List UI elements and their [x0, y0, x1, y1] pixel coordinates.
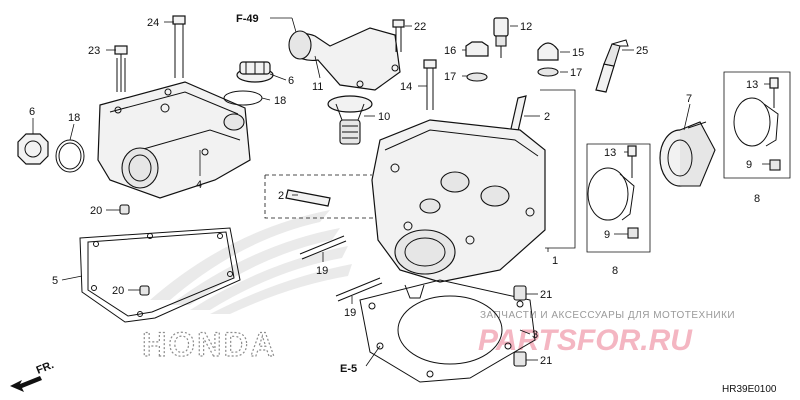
callout-7: 7 [686, 93, 692, 105]
front-direction-arrow-icon [10, 376, 42, 392]
o-ring-inner [58, 142, 82, 170]
callout-8-right: 8 [754, 193, 760, 205]
shop-logo-watermark: PARTSFOR.RU [478, 324, 693, 357]
callout-11: 11 [312, 81, 323, 93]
spark-plug-part [595, 39, 629, 93]
honda-brand-watermark: HONDA [142, 326, 277, 364]
nut-16-part [465, 41, 489, 57]
head-cover-gasket-part [79, 227, 241, 323]
bolt-23-part [114, 45, 128, 92]
callout-19-b: 19 [344, 307, 356, 319]
thermostat-part [327, 95, 373, 145]
callout-20-a: 20 [90, 205, 102, 217]
callout-4: 4 [196, 179, 202, 191]
head-gasket-part [359, 279, 536, 383]
callout-5: 5 [52, 275, 58, 287]
callout-24: 24 [147, 17, 159, 29]
cover-plug-part [17, 133, 49, 165]
screw-13a-part [627, 145, 637, 157]
assembly-dash-1 [264, 175, 375, 219]
callout-8-mid: 8 [612, 265, 618, 277]
thermostat-housing-part [288, 27, 401, 91]
callout-9-mid: 9 [604, 229, 610, 241]
callout-23: 23 [88, 45, 100, 57]
callout-1: 1 [552, 255, 558, 267]
stud-19b-part [335, 277, 383, 302]
stud-19a-part [299, 235, 347, 260]
callout-3: 3 [532, 329, 538, 341]
dowel-21b-part [513, 351, 527, 367]
callout-13-right: 13 [746, 79, 758, 91]
callout-16: 16 [444, 45, 456, 57]
ref-f49-label: F-49 [236, 13, 259, 25]
callout-14: 14 [400, 81, 412, 93]
callout-21-a: 21 [540, 289, 552, 301]
callout-10: 10 [378, 111, 390, 123]
dowel-21a-part [513, 285, 527, 301]
callout-17-a: 17 [444, 71, 456, 83]
diagram-code: HR39E0100 [722, 384, 777, 395]
group-8-frame-mid [586, 143, 651, 253]
callout-2-top: 2 [544, 111, 550, 123]
dowel-20b-part [139, 285, 150, 296]
temperature-sensor-part [493, 17, 509, 58]
group-8-frame-right [723, 71, 791, 179]
front-direction-label: FR. [35, 359, 56, 377]
inlet-insulator-part [659, 121, 716, 187]
insulator-band-right-part [733, 97, 779, 147]
nut-9a-part [627, 227, 639, 239]
cylinder-head-part [371, 119, 546, 299]
callout-25: 25 [636, 45, 648, 57]
callout-13-mid: 13 [604, 147, 616, 159]
callout-18-top: 18 [274, 95, 286, 107]
screw-13b-part [769, 77, 779, 89]
callout-12: 12 [520, 21, 532, 33]
o-ring-part [55, 139, 85, 173]
group-1-frame [540, 89, 576, 249]
cylinder-head-cover-part [97, 81, 251, 199]
insulator-band-part [587, 167, 635, 221]
cap-nut-15-part [537, 42, 559, 61]
callout-9-right: 9 [746, 159, 752, 171]
callout-19-a: 19 [316, 265, 328, 277]
dowel-20a-part [119, 204, 130, 215]
callout-21-b: 21 [540, 355, 552, 367]
callout-6-left: 6 [29, 106, 35, 118]
valve-guide-left-part [285, 189, 331, 207]
cap-o-ring-part [223, 90, 263, 106]
callout-18-left: 18 [68, 112, 80, 124]
callout-15: 15 [572, 47, 584, 59]
stud-bolt-14-part [423, 59, 437, 110]
bolt-24-part [172, 15, 186, 78]
ref-e5-label: E-5 [340, 363, 357, 375]
callout-22: 22 [414, 21, 426, 33]
callout-6-top: 6 [288, 75, 294, 87]
callout-labels: 24 23 6 18 6 18 4 11 22 12 16 17 14 10 1… [29, 17, 760, 367]
callout-2-left: 2 [278, 190, 284, 202]
leader-lines [32, 17, 770, 367]
washer-17a-part [466, 72, 488, 82]
cover-cap-part [236, 61, 274, 83]
callout-17-b: 17 [570, 67, 582, 79]
bolt-22-part [392, 19, 405, 52]
shop-caption-watermark: ЗАПЧАСТИ И АКСЕССУАРЫ ДЛЯ МОТОТЕХНИКИ [480, 310, 735, 321]
washer-17b-part [537, 67, 559, 77]
nut-9b-part [769, 159, 781, 171]
callout-20-b: 20 [112, 285, 124, 297]
honda-wing-watermark [150, 210, 352, 314]
